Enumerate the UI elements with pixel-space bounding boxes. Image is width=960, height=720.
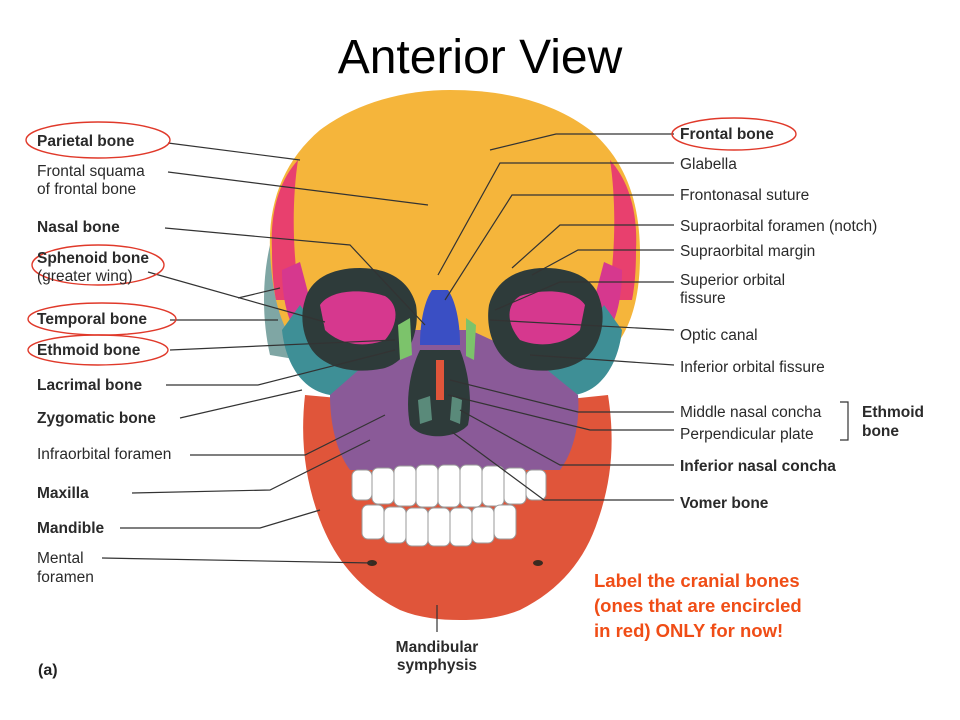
label-nasal-bone: Nasal bone [37, 219, 120, 236]
vomer-shape [436, 360, 444, 400]
teeth [351, 464, 547, 547]
label-mandibular-1: Mandibular [396, 639, 479, 656]
orbit-right-sphenoid [509, 291, 585, 345]
label-sphenoid-sub: (greater wing) [37, 268, 133, 285]
label-infraorbital-foramen: Infraorbital foramen [37, 446, 171, 463]
right-labels: Frontal bone Glabella Frontonasal suture… [680, 126, 924, 512]
nasal-shape [420, 290, 460, 345]
label-supraorbital-margin: Supraorbital margin [680, 243, 815, 260]
ethmoid-right [466, 318, 476, 360]
circle-sphenoid [31, 244, 165, 286]
label-frontonasal-suture: Frontonasal suture [680, 187, 809, 204]
ethmoid-left [398, 318, 412, 360]
label-superior-orbital-1: Superior orbital [680, 272, 785, 289]
label-temporal-bone: Temporal bone [37, 311, 147, 328]
skull-illustration [264, 90, 640, 620]
label-perpendicular-plate: Perpendicular plate [680, 426, 814, 443]
label-glabella: Glabella [680, 156, 737, 173]
label-optic-canal: Optic canal [680, 327, 758, 344]
left-labels: Parietal bone Frontal squama of frontal … [37, 133, 171, 586]
orbit-left-sphenoid [320, 291, 396, 345]
label-ethmoid-bone: Ethmoid bone [37, 342, 141, 359]
red-circles [25, 117, 797, 366]
instruction-note: Label the cranial bones (ones that are e… [594, 570, 802, 641]
label-maxilla: Maxilla [37, 485, 89, 502]
label-middle-nasal-concha: Middle nasal concha [680, 404, 822, 421]
label-frontal-squama-1: Frontal squama [37, 163, 145, 180]
inferior-concha-r [450, 396, 462, 424]
label-zygomatic-bone: Zygomatic bone [37, 410, 156, 427]
label-supraorbital-foramen: Supraorbital foramen (notch) [680, 218, 877, 235]
label-superior-orbital-2: fissure [680, 290, 726, 307]
label-mental-2: foramen [37, 569, 94, 586]
parietal-left [271, 160, 300, 300]
label-ethmoid-group-1: Ethmoid [862, 404, 924, 421]
inferior-concha-l [418, 396, 432, 424]
label-mental-1: Mental [37, 550, 84, 567]
circle-frontal [671, 117, 797, 151]
label-vomer-bone: Vomer bone [680, 495, 769, 512]
mental-foramen-right [533, 560, 543, 566]
label-inferior-orbital-fissure: Inferior orbital fissure [680, 359, 825, 376]
label-inferior-nasal-concha: Inferior nasal concha [680, 458, 836, 475]
circle-ethmoid [27, 334, 169, 366]
label-mandible: Mandible [37, 520, 105, 537]
label-sphenoid-bone: Sphenoid bone [37, 250, 149, 267]
label-ethmoid-group-2: bone [862, 423, 899, 440]
page-title: Anterior View [337, 31, 623, 84]
label-parietal-bone: Parietal bone [37, 133, 135, 150]
circle-parietal [25, 121, 171, 159]
leader-lines [101, 133, 849, 632]
panel-label: (a) [38, 662, 58, 679]
label-frontal-bone: Frontal bone [680, 126, 774, 143]
label-lacrimal-bone: Lacrimal bone [37, 377, 142, 394]
label-frontal-squama-2: of frontal bone [37, 181, 136, 198]
label-mandibular-2: symphysis [397, 657, 477, 674]
